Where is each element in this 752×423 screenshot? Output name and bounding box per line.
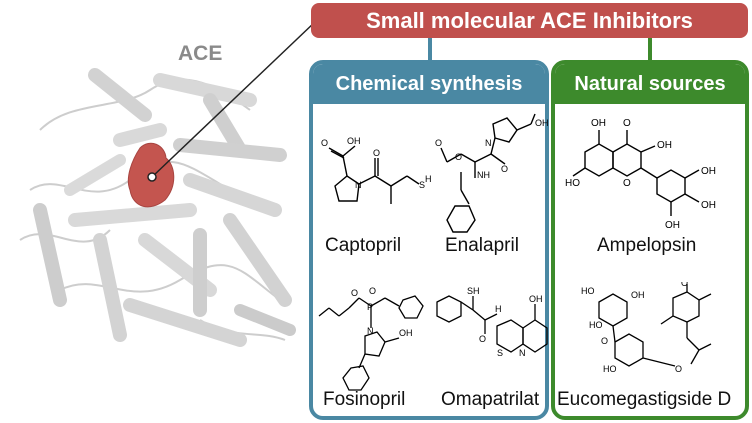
svg-text:HO: HO [603,364,617,374]
svg-text:O: O [351,288,358,298]
svg-text:OH: OH [347,136,361,146]
svg-text:O: O [369,286,376,296]
enalapril-label: Enalapril [445,235,519,256]
svg-text:P: P [367,302,373,312]
svg-text:O: O [373,148,380,158]
ampelopsin-label: Ampelopsin [597,235,697,256]
svg-text:HO: HO [565,178,580,189]
svg-text:OH: OH [631,290,645,300]
svg-text:O: O [681,282,688,288]
fosinopril-label: Fosinopril [323,389,406,410]
svg-text:O: O [623,118,631,129]
ace-label: ACE [178,42,223,65]
natural-sources-panel: Natural sources OH O OH O HO OH OH OH Am… [551,60,749,420]
svg-text:OH: OH [701,166,716,177]
svg-text:S: S [497,348,503,358]
svg-text:O: O [321,138,328,148]
captopril-structure: O OH N O SH [321,136,432,204]
svg-text:S: S [419,180,425,190]
fosinopril-structure: O O P N OH [318,286,424,391]
omapatrilat-structure: SH O H OH S N [436,286,548,358]
svg-text:O: O [601,336,608,346]
svg-text:SH: SH [467,286,480,296]
eucomegastigside-structure: O HO HO OH O HO O [581,282,712,374]
svg-text:OH: OH [701,200,716,211]
svg-text:OH: OH [591,118,606,129]
svg-text:N: N [367,326,374,336]
eucomegastigside-label: Eucomegastigside D [557,389,732,410]
svg-text:O: O [623,178,631,189]
svg-text:O: O [455,152,462,162]
svg-text:O: O [675,364,682,374]
svg-text:N: N [355,180,362,190]
svg-text:OH: OH [665,220,680,231]
svg-text:NH: NH [477,170,490,180]
svg-text:O: O [435,138,442,148]
svg-text:HO: HO [589,320,603,330]
captopril-label: Captopril [325,235,402,256]
svg-text:O: O [501,164,508,174]
omapatrilat-label: Omapatrilat [441,389,540,410]
svg-text:HO: HO [581,286,595,296]
chemical-synthesis-title: Chemical synthesis [313,64,545,104]
natural-sources-title: Natural sources [555,64,745,104]
inhibitors-banner: Small molecular ACE Inhibitors [311,3,748,38]
enalapril-structure: N OH NH O O O [435,113,549,233]
svg-text:H: H [425,174,432,184]
svg-text:OH: OH [657,140,672,151]
svg-text:N: N [485,138,492,148]
svg-text:OH: OH [529,294,543,304]
svg-text:H: H [495,304,502,314]
svg-text:O: O [479,334,486,344]
svg-text:N: N [519,348,526,358]
svg-text:OH: OH [535,118,549,128]
svg-text:OH: OH [399,328,413,338]
ampelopsin-structure: OH O OH O HO OH OH OH [565,118,716,231]
ace-protein-structure [19,68,296,347]
